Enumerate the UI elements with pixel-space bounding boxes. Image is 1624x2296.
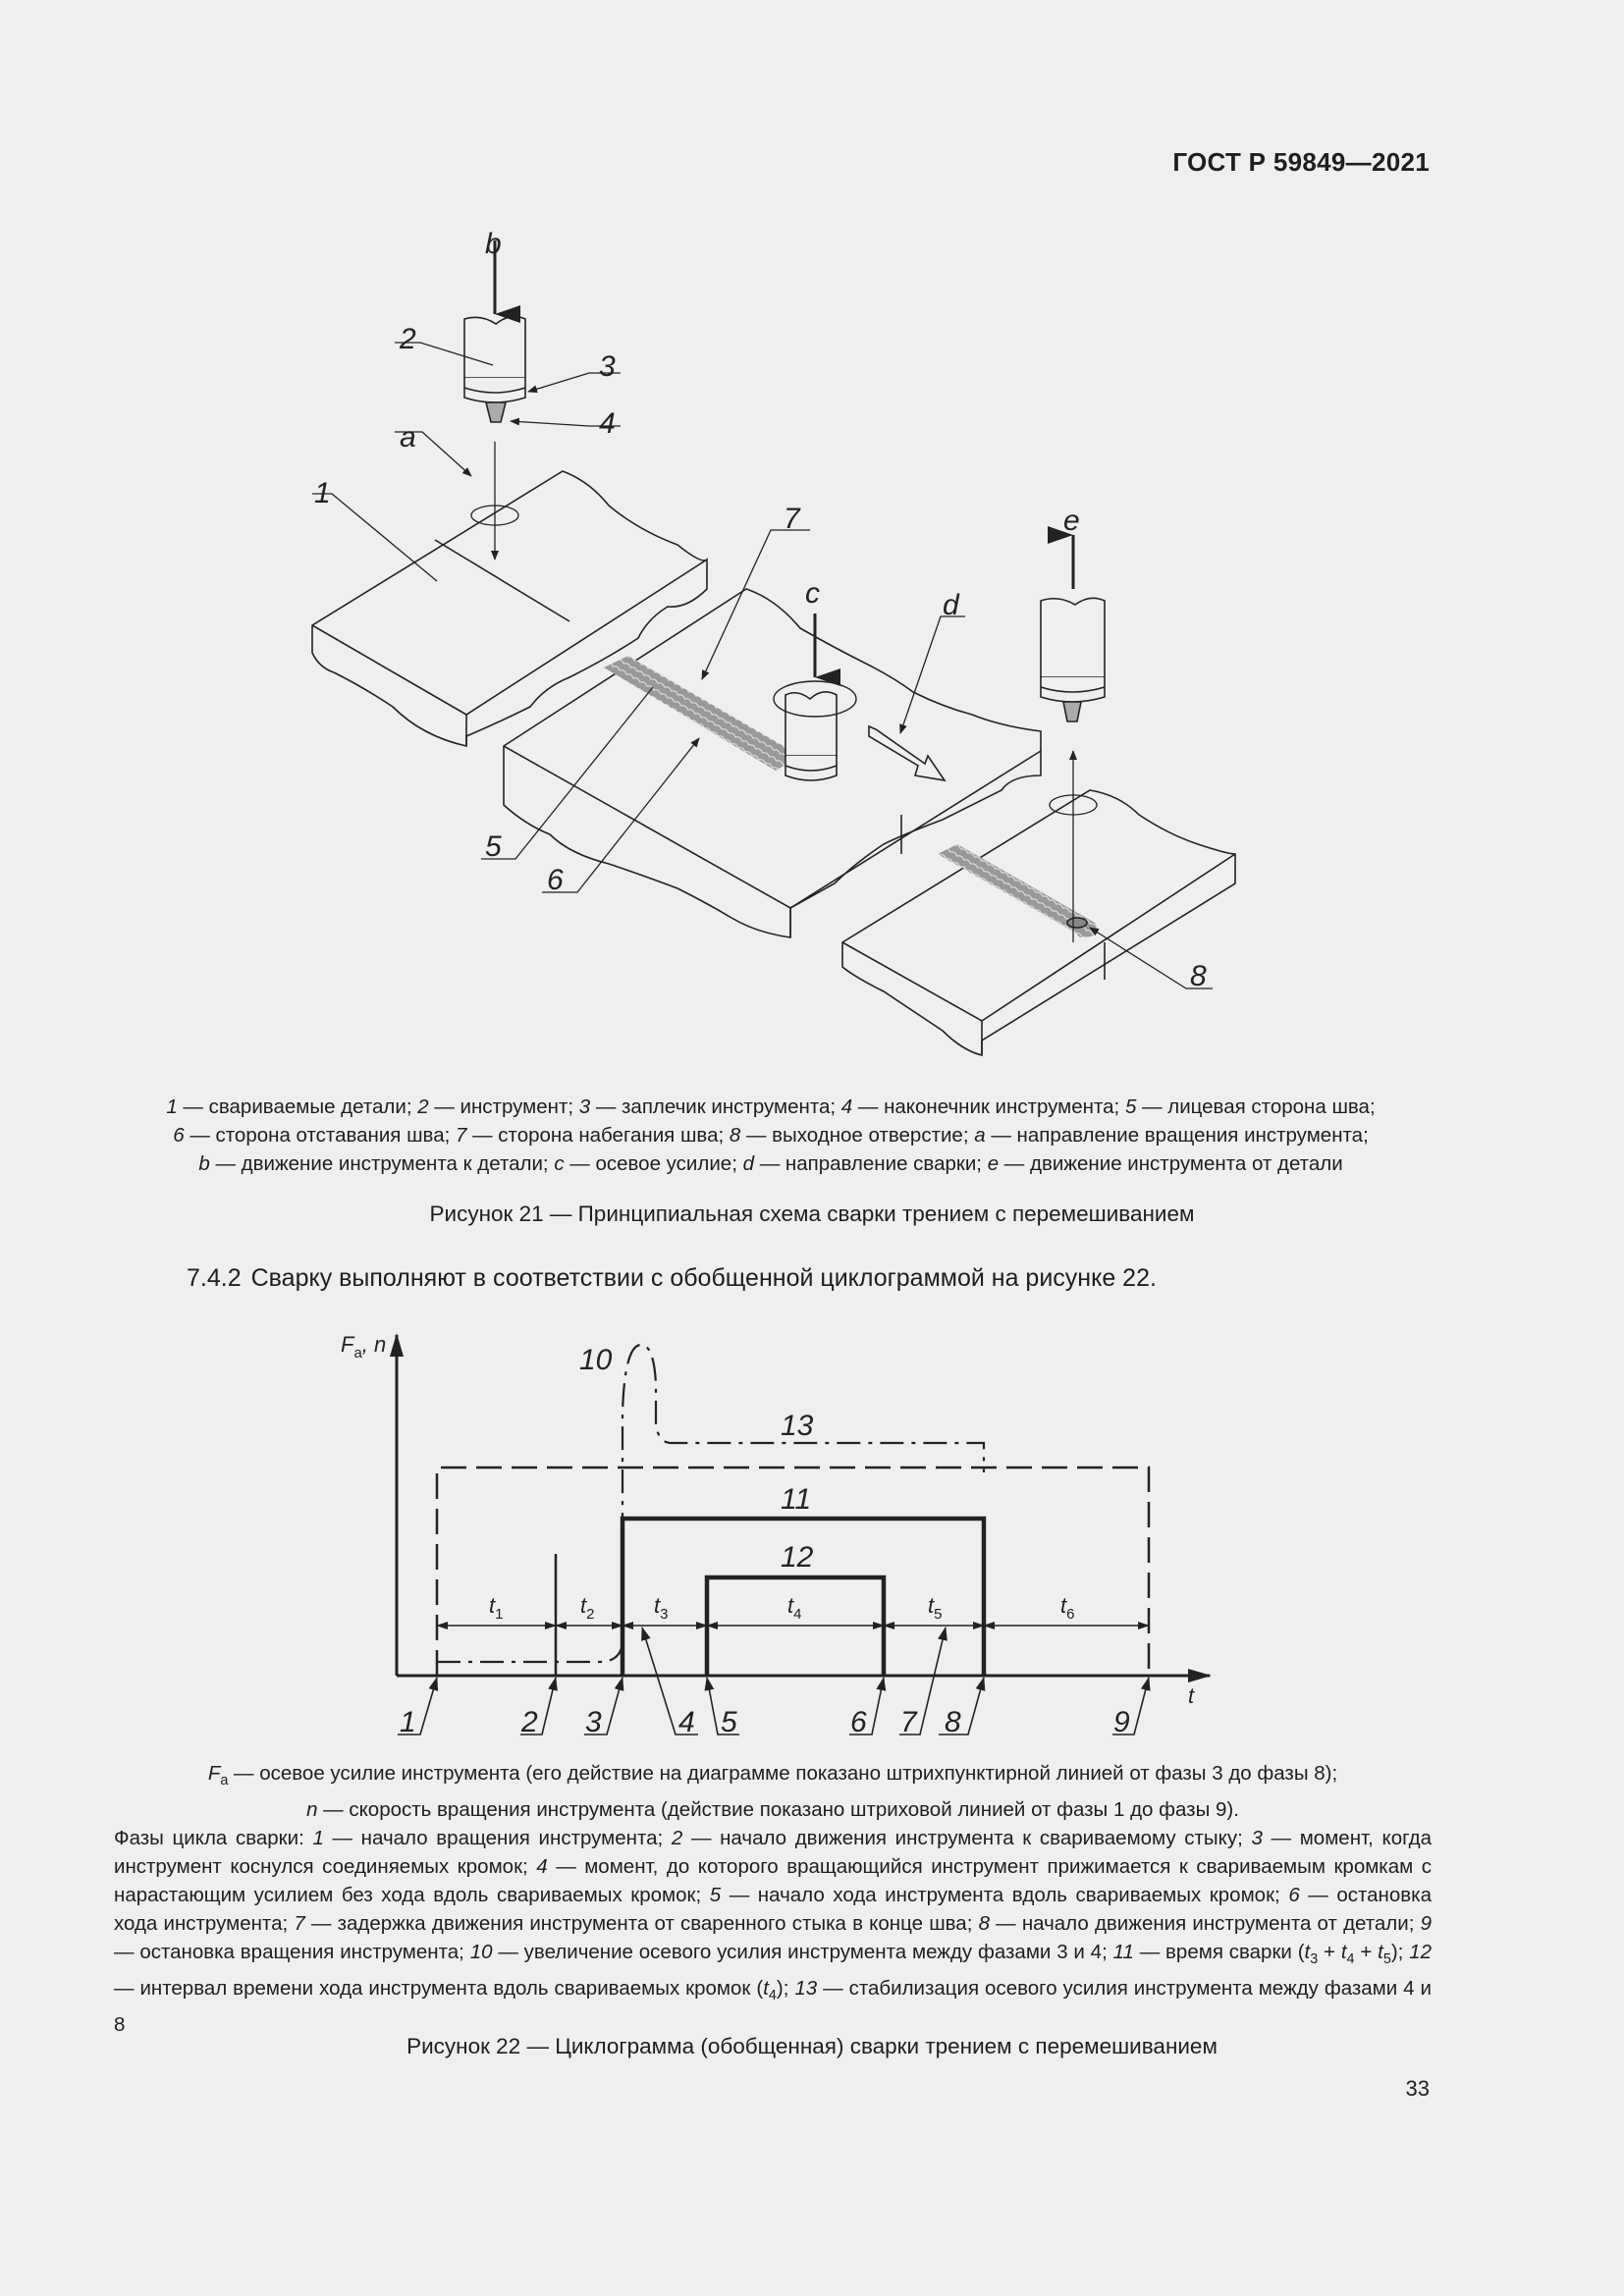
label-8: 8 (1190, 960, 1207, 992)
label-3: 3 (599, 350, 616, 383)
workpiece-plate-3 (841, 789, 1236, 1057)
label-2: 2 (399, 323, 416, 355)
label-1: 1 (314, 477, 331, 509)
phase-3: 3 (585, 1706, 602, 1738)
weld-seam-end (938, 844, 1098, 937)
figure-21-caption: Рисунок 21 — Принципиальная схема сварки… (429, 1201, 1195, 1226)
page-number: 33 (1405, 2076, 1430, 2101)
weld-seam (604, 656, 800, 771)
interval-t4: t4 (787, 1593, 801, 1623)
paragraph-text: Сварку выполняют в соответствии с обобще… (250, 1264, 1157, 1292)
interval-t2: t2 (580, 1593, 594, 1623)
figure-21-friction-stir-welding-diagram: 1 2 3 4 5 6 7 8 a b c d e (311, 228, 1236, 1057)
figure-22-cyclogram: Fa, n t 10 13 11 12 t1 t2 t3 t4 t5 t6 1 … (341, 1332, 1212, 1738)
section-paragraph: 7.4.2 Сварку выполняют в соответствии с о… (187, 1264, 1157, 1293)
label-d: d (943, 589, 960, 621)
legend-phases: Фазы цикла сварки: 1 — начало вращения и… (114, 1827, 1433, 2037)
figure-21-legend: 1 — свариваемые детали; 2 — инструмент; … (166, 1095, 1376, 1175)
phase-6: 6 (850, 1706, 867, 1738)
figure-22-legend: Fa — осевое усилие инструмента (его дейс… (114, 1759, 1432, 2039)
phase-4: 4 (678, 1706, 695, 1738)
travel-interval-curve-12 (704, 1575, 887, 1676)
weld-time-curve-11 (620, 1516, 987, 1676)
section-number: 7.4.2 (187, 1264, 242, 1292)
label-b: b (485, 228, 502, 260)
y-axis-label: Fa, n (341, 1332, 386, 1362)
x-axis-label: t (1188, 1683, 1195, 1708)
tool-retracting (1040, 597, 1106, 722)
tool-approaching (463, 315, 526, 423)
legend-fa: Fa — осевое усилие инструмента (его дейс… (207, 1762, 1338, 1789)
welding-direction-arrow (868, 724, 947, 782)
interval-t5: t5 (928, 1593, 942, 1623)
label-4: 4 (599, 407, 616, 440)
label-a: a (400, 421, 416, 454)
phase-2: 2 (520, 1706, 538, 1738)
workpiece-plate-1 (311, 470, 708, 747)
phase-1: 1 (400, 1706, 416, 1738)
label-7: 7 (784, 503, 801, 535)
interval-t1: t1 (489, 1593, 503, 1623)
curve-label-13: 13 (781, 1410, 814, 1442)
phase-9: 9 (1113, 1706, 1130, 1738)
curve-label-10: 10 (579, 1344, 613, 1376)
phase-8: 8 (945, 1706, 961, 1738)
interval-t3: t3 (654, 1593, 668, 1623)
phase-5: 5 (721, 1706, 737, 1738)
curve-label-11: 11 (781, 1483, 811, 1516)
legend-n: n — скорость вращения инструмента (дейст… (306, 1798, 1239, 1822)
label-6: 6 (547, 864, 564, 896)
tool-welding (785, 691, 838, 781)
figure-22-caption: Рисунок 22 — Циклограмма (обобщенная) св… (406, 2034, 1218, 2058)
label-e: e (1063, 505, 1080, 537)
curve-label-12: 12 (781, 1541, 814, 1574)
label-5: 5 (485, 830, 502, 863)
interval-t6: t6 (1060, 1593, 1074, 1623)
label-c: c (805, 577, 820, 610)
document-standard-number: ГОСТ Р 59849—2021 (1172, 147, 1430, 177)
axial-force-curve (437, 1343, 986, 1664)
phase-7: 7 (900, 1706, 918, 1738)
